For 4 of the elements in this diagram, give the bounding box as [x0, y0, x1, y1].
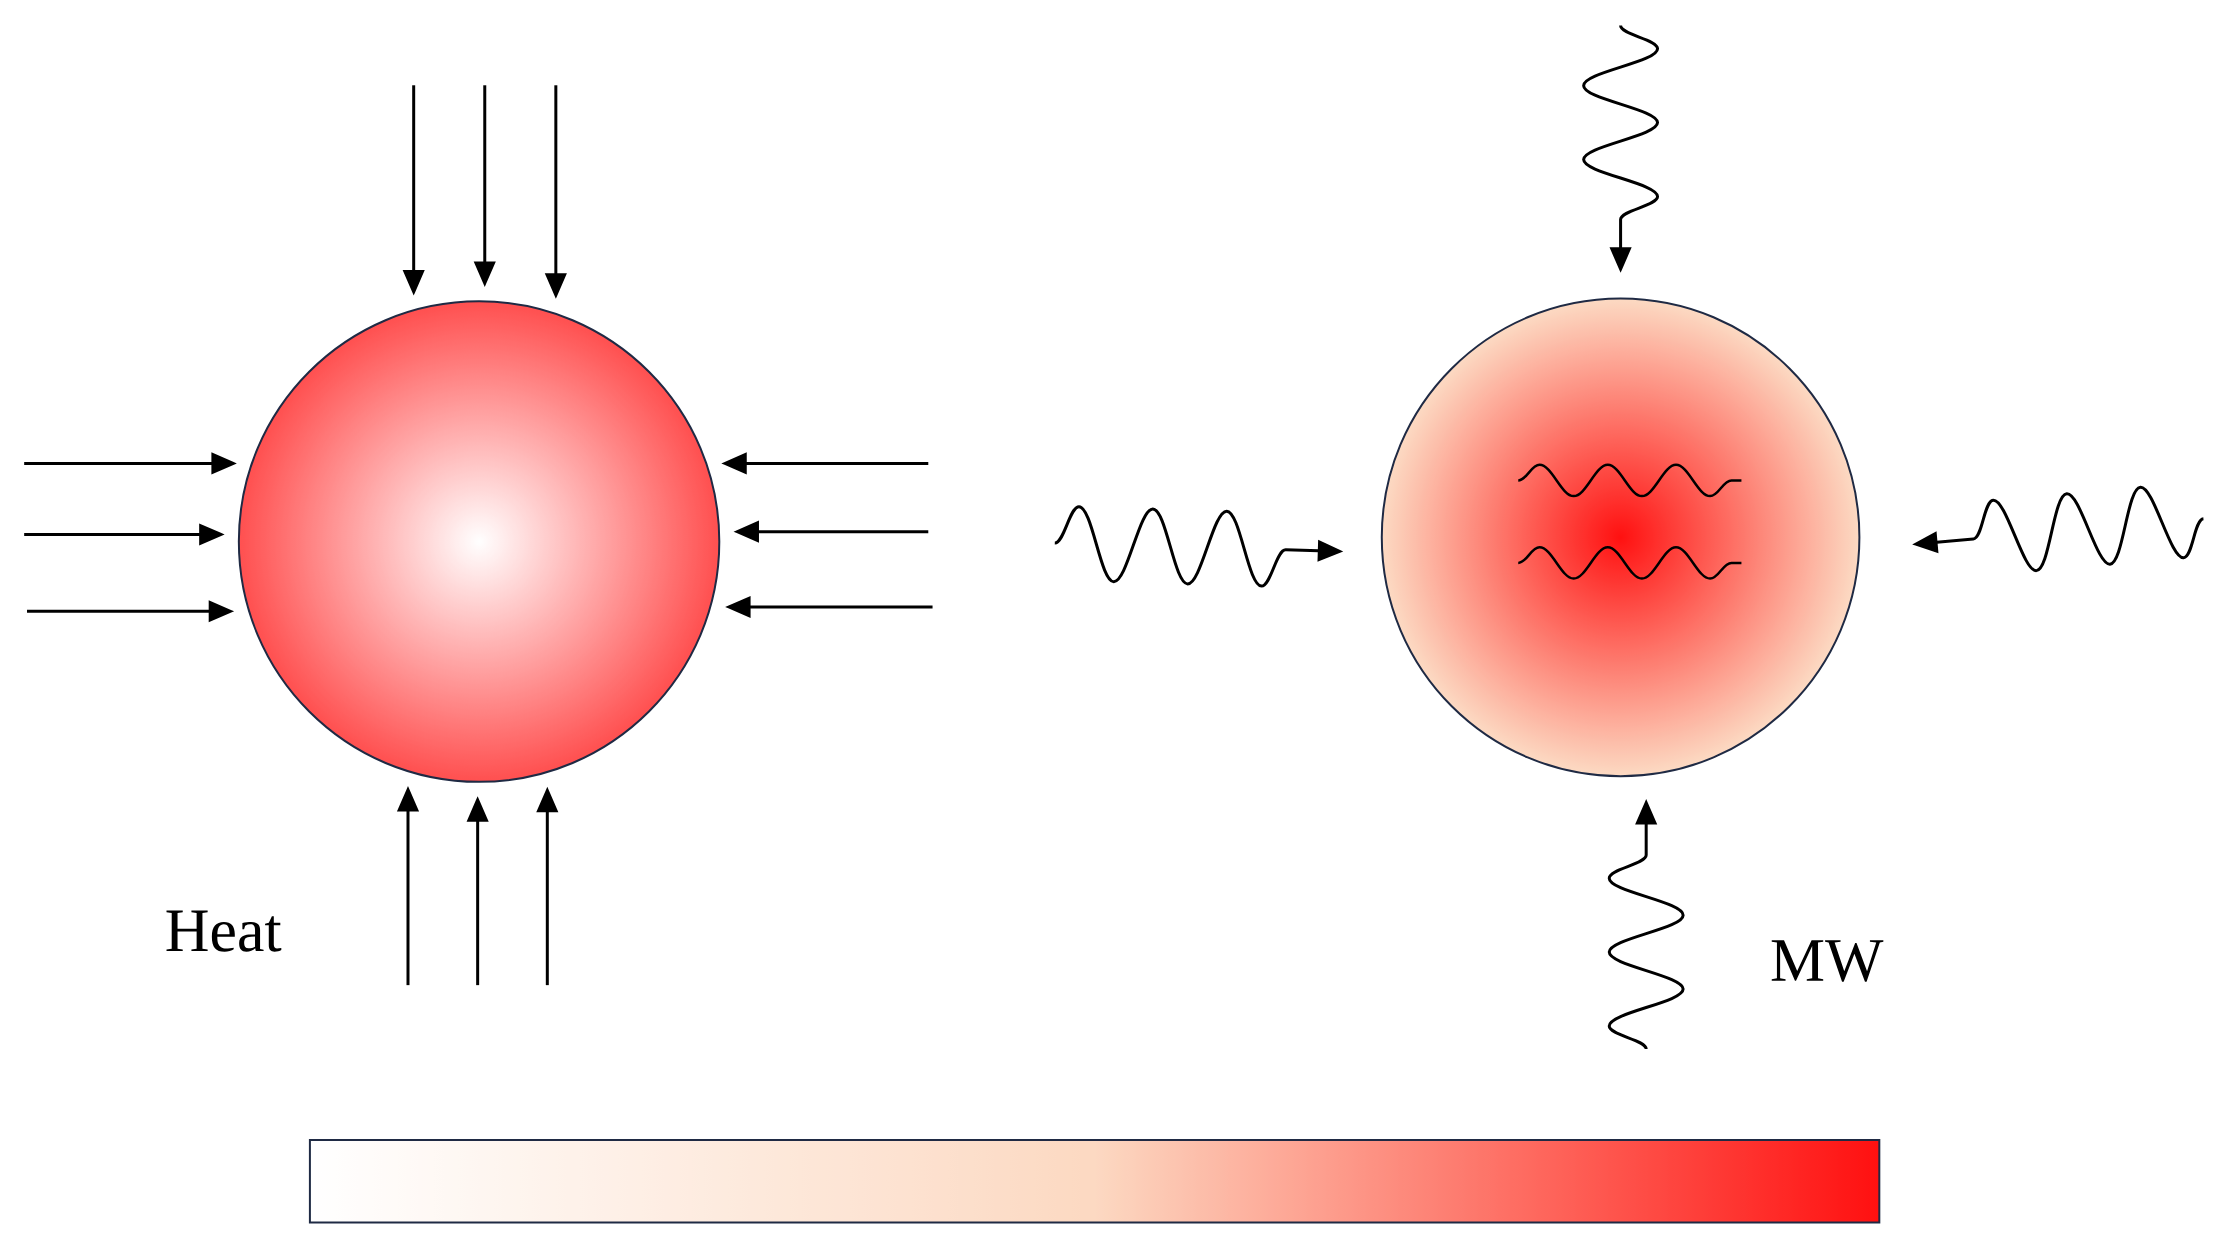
label: Heat: [166, 910, 282, 952]
sphere: [1380, 297, 1861, 778]
label: MW: [1771, 940, 1884, 982]
sphere: [237, 300, 721, 783]
